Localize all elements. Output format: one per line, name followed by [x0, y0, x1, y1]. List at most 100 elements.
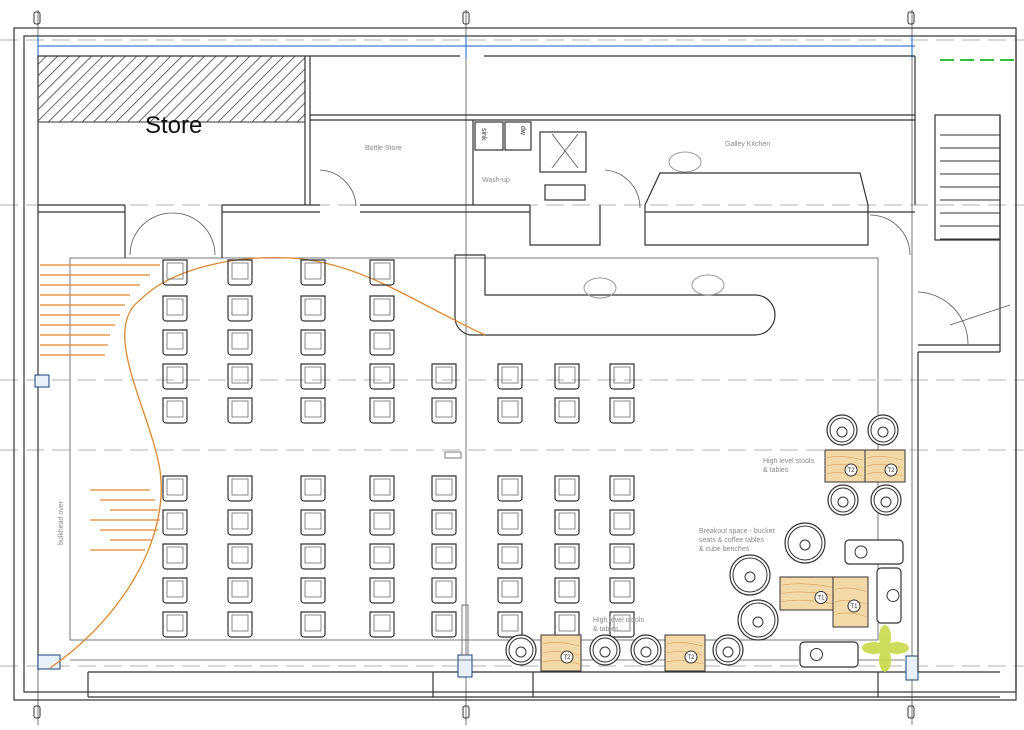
chair-icon: [227, 577, 253, 604]
chair-icon: [431, 363, 457, 390]
stools-bottom-label-2: & tables: [593, 626, 619, 633]
breakout-label: Breakout space - bucket: [699, 528, 775, 535]
chair-icon: [369, 509, 395, 536]
chair-icon: [227, 259, 253, 286]
stool-icon: [784, 522, 826, 564]
chair-icon: [609, 543, 635, 570]
chair-icon: [431, 509, 457, 536]
stool-icon: [737, 599, 779, 641]
chair-icon: [369, 363, 395, 390]
outer-walls: [13, 27, 1017, 701]
chair-icon: [227, 295, 253, 322]
chair-icon: [554, 509, 580, 536]
chair-icon: [431, 577, 457, 604]
stool-icon: [505, 634, 537, 666]
chair-icon: [227, 397, 253, 424]
chair-icon: [554, 543, 580, 570]
chair-icon: [554, 577, 580, 604]
stools-bottom-label: High level stools: [593, 617, 644, 624]
chair-icon: [497, 397, 523, 424]
chairs: [162, 259, 635, 638]
chair-icon: [431, 475, 457, 502]
cube-bench: [876, 567, 902, 624]
table-tag: T2: [563, 655, 571, 661]
chair-icon: [300, 509, 326, 536]
chair-icon: [300, 329, 326, 356]
chair-icon: [609, 397, 635, 424]
stool-icon: [870, 484, 902, 516]
chair-icon: [162, 577, 188, 604]
stool-icon: [630, 634, 662, 666]
galley-kitchen-label: Galley Kitchen: [725, 141, 770, 148]
bulkhead-outline: [40, 256, 486, 669]
wood-table: T2: [864, 449, 906, 483]
stool-icon: [729, 554, 771, 596]
grid-lines: [0, 10, 1024, 725]
chair-icon: [300, 475, 326, 502]
table-tag: T2: [847, 468, 855, 474]
store-room: Store: [37, 55, 306, 205]
wash-up-label: Wash-up: [482, 177, 510, 184]
chair-icon: [609, 611, 635, 638]
table-tag: T1: [817, 596, 825, 602]
chair-icon: [431, 543, 457, 570]
chair-icon: [162, 475, 188, 502]
chair-icon: [162, 397, 188, 424]
chef-figures: [583, 151, 725, 299]
table-tag: T2: [887, 468, 895, 474]
stools-right-label-2: & tables: [763, 467, 789, 474]
wood-table: T1: [832, 576, 869, 628]
chair-icon: [431, 611, 457, 638]
table-tag: T1: [850, 604, 858, 610]
chair-icon: [162, 363, 188, 390]
chair-icon: [554, 475, 580, 502]
chair-icon: [369, 397, 395, 424]
chair-icon: [554, 397, 580, 424]
wood-table: T2: [824, 449, 866, 483]
chair-icon: [162, 611, 188, 638]
chair-icon: [369, 259, 395, 286]
chair-icon: [497, 543, 523, 570]
chair-icon: [554, 611, 580, 638]
chair-icon: [227, 509, 253, 536]
chair-icon: [300, 363, 326, 390]
staircase: [917, 114, 1011, 672]
stool-icon: [712, 634, 744, 666]
chair-icon: [497, 475, 523, 502]
column-markers: [33, 11, 915, 719]
chair-icon: [609, 363, 635, 390]
wood-table: T2: [664, 634, 706, 672]
chair-icon: [227, 543, 253, 570]
chair-icon: [369, 611, 395, 638]
chair-icon: [227, 363, 253, 390]
main-hall: bulkhead over: [58, 254, 905, 661]
chair-icon: [227, 329, 253, 356]
chair-icon: [162, 329, 188, 356]
upper-rooms: sink dw Bottle Store Wash-up Galley Kitc…: [38, 56, 916, 258]
chair-icon: [300, 611, 326, 638]
chair-icon: [497, 509, 523, 536]
chair-icon: [609, 577, 635, 604]
wood-table: T2: [540, 634, 582, 672]
chair-icon: [497, 611, 523, 638]
chair-icon: [162, 543, 188, 570]
sink-label: sink: [480, 128, 487, 141]
chair-icon: [554, 363, 580, 390]
wood-table: T1: [779, 576, 836, 611]
chair-icon: [300, 295, 326, 322]
chair-icon: [369, 475, 395, 502]
chair-icon: [609, 475, 635, 502]
chair-icon: [227, 475, 253, 502]
chair-icon: [369, 577, 395, 604]
stool-icon: [826, 414, 858, 446]
chair-icon: [497, 577, 523, 604]
stool-icon: [589, 634, 621, 666]
cube-bench: [844, 539, 904, 565]
chair-icon: [162, 509, 188, 536]
stool-icon: [867, 414, 899, 446]
bulkhead-label: bulkhead over: [58, 500, 65, 545]
chair-icon: [227, 611, 253, 638]
breakout-label-2: seats & coffee tables: [699, 537, 764, 544]
stool-icon: [827, 484, 859, 516]
